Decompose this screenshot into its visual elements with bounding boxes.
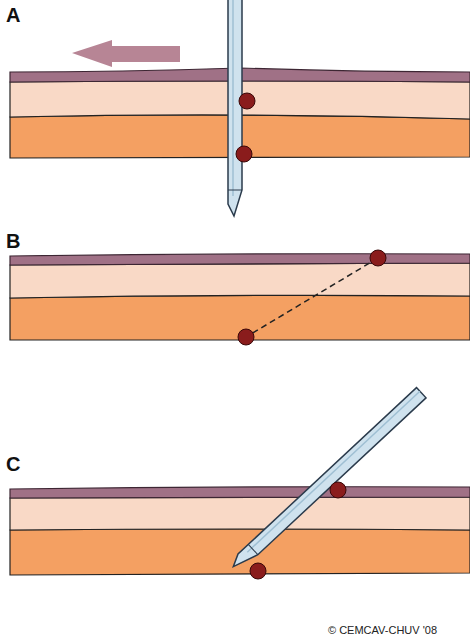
marker-dot (236, 146, 252, 162)
marker-dot (370, 250, 386, 266)
panel-letter: B (6, 230, 20, 253)
needle (229, 388, 426, 573)
path-line (246, 258, 378, 337)
skin-layers-b (10, 254, 470, 340)
marker-dot (239, 93, 255, 109)
panel-letter: C (6, 453, 20, 476)
needle (228, 0, 242, 216)
panel-letter: A (6, 4, 20, 27)
marker-dot (250, 563, 266, 579)
marker-dot (238, 329, 254, 345)
direction-arrow (72, 40, 180, 67)
copyright-note: © CEMCAV-CHUV '08 (328, 624, 437, 636)
marker-dot (330, 482, 346, 498)
